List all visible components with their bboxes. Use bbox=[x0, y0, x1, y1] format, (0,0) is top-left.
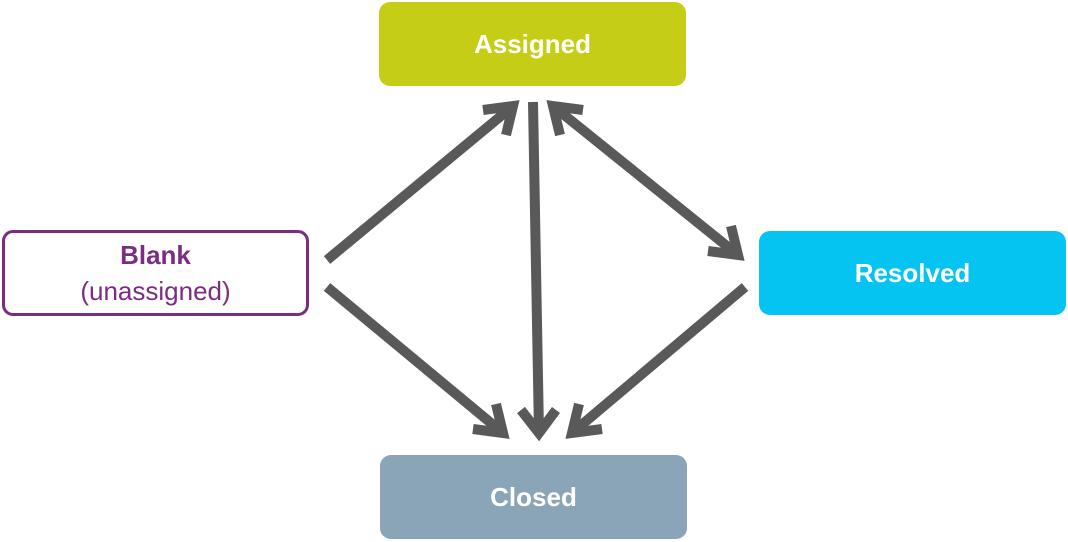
state-node-resolved: Resolved bbox=[759, 231, 1066, 315]
arrow-resolved-to-closed bbox=[565, 283, 749, 439]
state-node-assigned: Assigned bbox=[379, 2, 686, 86]
state-label-resolved: Resolved bbox=[854, 258, 971, 288]
state-sublabel-blank: (unassigned) bbox=[80, 276, 231, 306]
state-node-closed: Closed bbox=[380, 455, 687, 539]
state-label-blank: Blank bbox=[120, 240, 191, 270]
state-node-blank: Blank (unassigned) bbox=[2, 230, 309, 316]
arrow-blank-to-assigned bbox=[323, 100, 520, 264]
state-label-closed: Closed bbox=[490, 482, 577, 512]
arrow-assigned-to-closed bbox=[517, 101, 561, 442]
arrow-assigned-resolved-bidirectional bbox=[546, 100, 745, 261]
state-label-assigned: Assigned bbox=[473, 29, 592, 59]
arrow-blank-to-closed bbox=[323, 283, 510, 439]
